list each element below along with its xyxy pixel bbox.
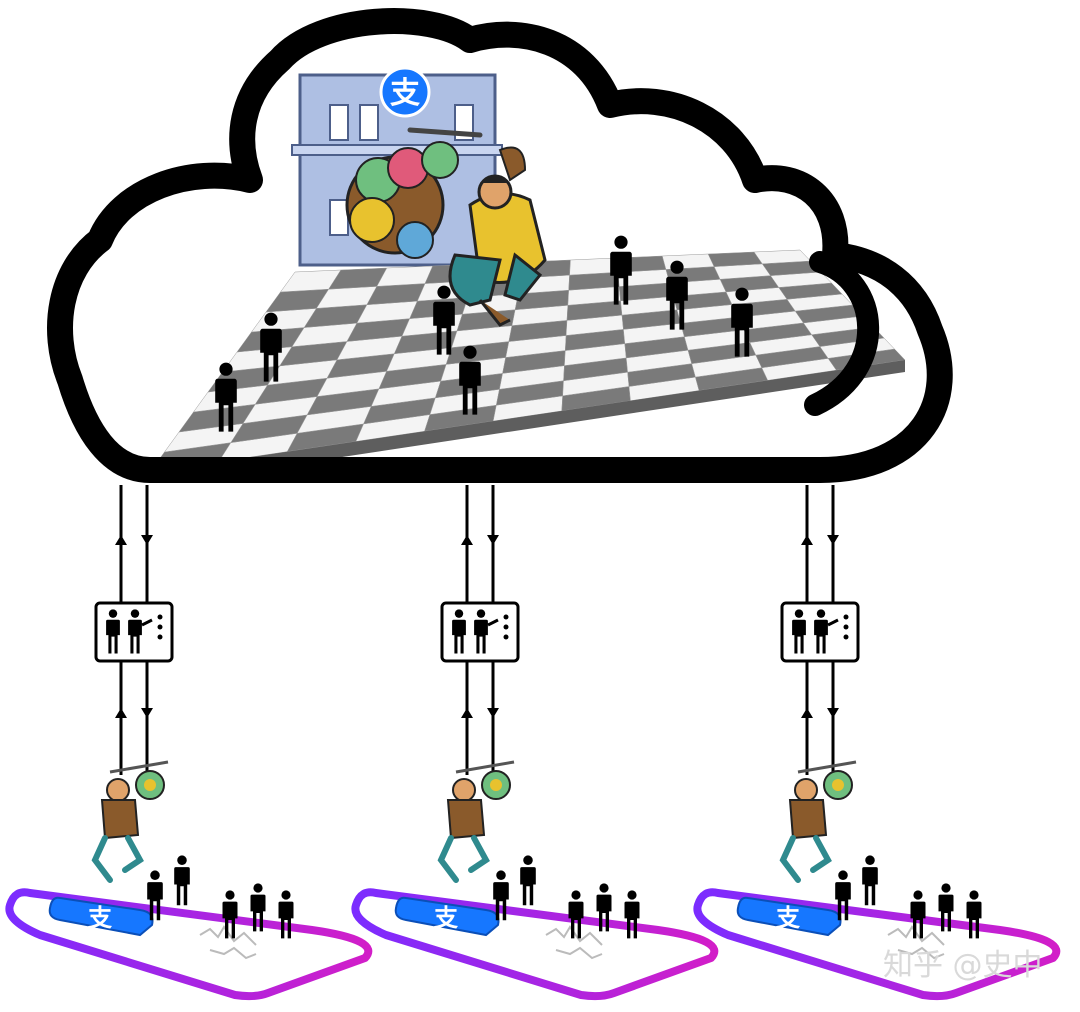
ornate-shield	[345, 141, 459, 259]
staffing-badge-icon	[780, 601, 860, 663]
circuit-pattern	[545, 925, 603, 960]
general-warrior	[345, 127, 547, 327]
arrow-down-icon	[487, 708, 499, 718]
phone-group: 支支支	[5, 760, 1061, 1001]
arrow-down-icon	[141, 708, 153, 718]
building-logo-char: 支	[390, 76, 420, 111]
arrow-up-icon	[115, 535, 127, 545]
user-figure	[520, 855, 536, 906]
arrow-up-icon	[801, 535, 813, 545]
phone-app: 支	[5, 760, 373, 1001]
checker-tile	[661, 253, 715, 270]
cloud-inner-swirl	[804, 251, 880, 416]
connector	[94, 485, 174, 775]
phone-app: 支	[693, 760, 1061, 1001]
arrow-up-icon	[115, 708, 127, 718]
arrow-down-icon	[827, 535, 839, 545]
circuit-pattern	[199, 925, 257, 960]
arrow-up-icon	[461, 535, 473, 545]
connector-group	[94, 485, 860, 775]
staffing-badge-icon	[440, 601, 520, 663]
mini-warrior	[779, 760, 857, 883]
mini-warrior	[91, 760, 169, 883]
arrow-up-icon	[461, 708, 473, 718]
arrow-down-icon	[487, 535, 499, 545]
mini-warrior	[437, 760, 515, 883]
app-logo-icon	[736, 896, 842, 937]
app-logo-icon	[394, 896, 500, 937]
app-logo-char: 支	[88, 904, 113, 932]
arrow-down-icon	[141, 535, 153, 545]
checker-tile	[707, 251, 763, 267]
checker-tile	[753, 249, 812, 265]
platform-edge	[150, 360, 905, 471]
circuit-pattern	[887, 925, 945, 960]
user-figure	[174, 855, 190, 906]
app-logo-char: 支	[776, 904, 801, 932]
connector	[440, 485, 520, 775]
cloud-outline	[47, 8, 953, 483]
phone-app: 支	[351, 760, 719, 1001]
app-logo-icon	[48, 896, 154, 937]
watermark: 知乎 @史中	[883, 948, 1043, 983]
arrow-up-icon	[801, 708, 813, 718]
staffing-badge-icon	[94, 601, 174, 663]
building-logo	[379, 66, 431, 118]
app-logo-char: 支	[434, 904, 459, 932]
connector	[780, 485, 860, 775]
user-figure	[862, 855, 878, 906]
arrow-down-icon	[827, 708, 839, 718]
